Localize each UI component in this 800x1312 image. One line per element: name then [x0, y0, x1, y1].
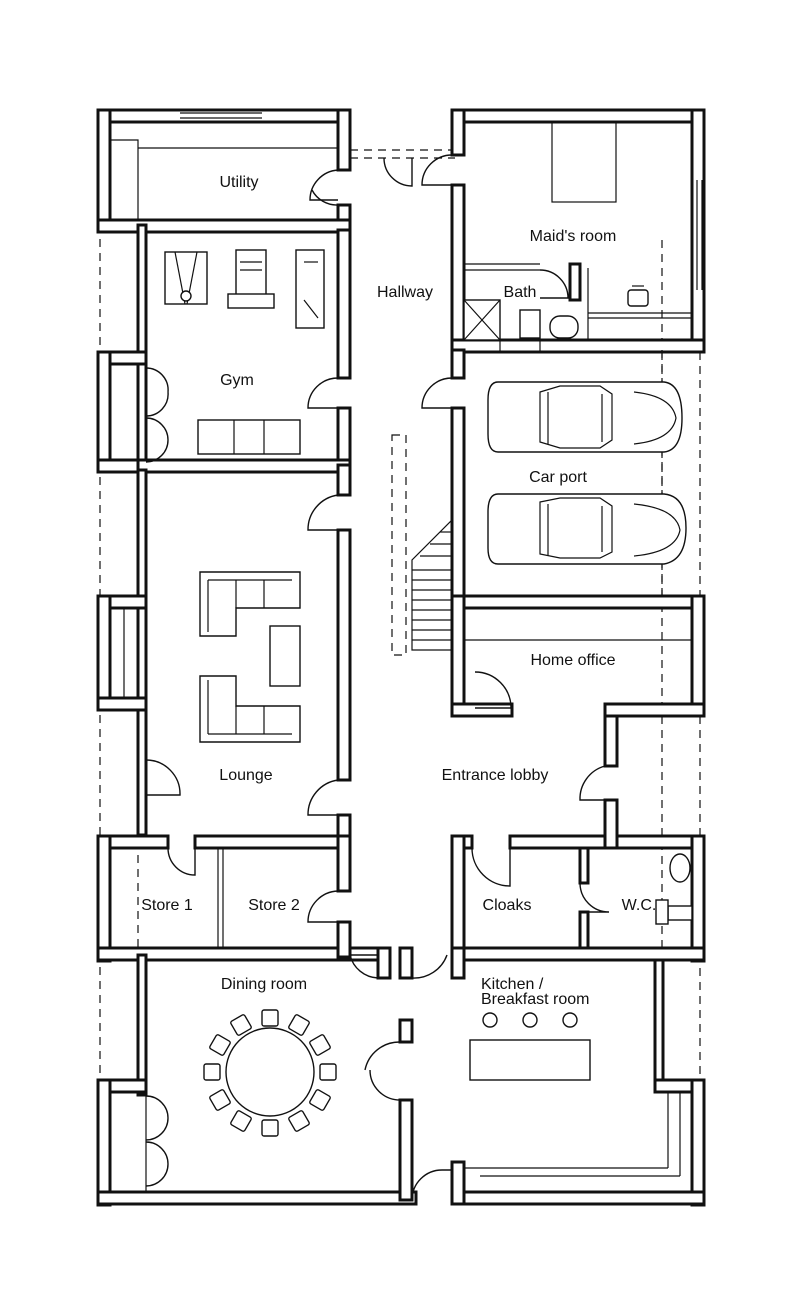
door-utility[interactable]	[309, 169, 339, 201]
wc-fixtures	[655, 853, 693, 925]
door-kitchen[interactable]	[411, 954, 448, 979]
dining-table	[203, 1009, 337, 1137]
car-1	[487, 381, 683, 453]
label-car-port: Car port	[529, 469, 587, 486]
label-dining-room: Dining room	[221, 976, 307, 993]
door-wc[interactable]	[579, 882, 610, 913]
maid-chair	[627, 285, 649, 307]
door-cloaks[interactable]	[471, 847, 511, 887]
label-utility: Utility	[219, 174, 258, 191]
label-kitchen-line2: Breakfast room	[481, 991, 589, 1008]
label-store-1: Store 1	[141, 897, 193, 914]
door-store2[interactable]	[307, 890, 339, 923]
maid-bed	[551, 121, 617, 203]
bath-fixtures	[463, 299, 579, 352]
label-lounge: Lounge	[219, 767, 272, 784]
label-maids-room: Maid's room	[530, 228, 617, 245]
label-bath: Bath	[504, 284, 537, 301]
utility-counter	[110, 139, 338, 220]
lounge-fireplace	[109, 607, 125, 699]
kitchen-island	[469, 1012, 591, 1081]
door-lobby-right[interactable]	[579, 765, 606, 801]
lounge-sofas	[199, 571, 301, 743]
room-labels: Utility Hallway Maid's room Bath Gym Car…	[141, 174, 656, 1008]
walls	[96, 108, 706, 1207]
dining-closet	[109, 1091, 147, 1193]
door-lounge-top[interactable]	[307, 494, 339, 531]
door-store1[interactable]	[167, 847, 196, 876]
staircase	[411, 518, 453, 651]
door-maid[interactable]	[421, 154, 453, 186]
label-gym: Gym	[220, 372, 254, 389]
door-lounge-main[interactable]	[307, 779, 339, 816]
label-wc: W.C.	[622, 897, 657, 914]
door-dining[interactable]	[349, 954, 379, 979]
door-bath[interactable]	[539, 269, 569, 299]
door-utility-2[interactable]	[311, 189, 339, 206]
door-dining-kitchen[interactable]	[364, 1041, 401, 1101]
door-kitchen-bottom[interactable]	[411, 1169, 452, 1201]
gym-equipment	[164, 249, 325, 329]
door-lounge-side[interactable]	[145, 759, 181, 796]
door-office[interactable]	[474, 671, 512, 709]
door-gym[interactable]	[307, 377, 339, 409]
gym-closet	[109, 363, 147, 461]
door-dining-closet[interactable]	[145, 1095, 169, 1187]
label-hallway: Hallway	[377, 284, 433, 301]
doors	[145, 154, 610, 1201]
label-store-2: Store 2	[248, 897, 300, 914]
gym-sofa	[197, 419, 301, 455]
label-home-office: Home office	[530, 652, 615, 669]
label-cloaks: Cloaks	[483, 897, 532, 914]
label-kitchen-line1: Kitchen /	[481, 976, 544, 993]
car-2	[487, 493, 687, 565]
label-entrance-lobby: Entrance lobby	[442, 767, 549, 784]
door-hallway-top[interactable]	[383, 157, 413, 187]
door-carport[interactable]	[421, 377, 453, 409]
door-gym-closet[interactable]	[145, 367, 169, 463]
